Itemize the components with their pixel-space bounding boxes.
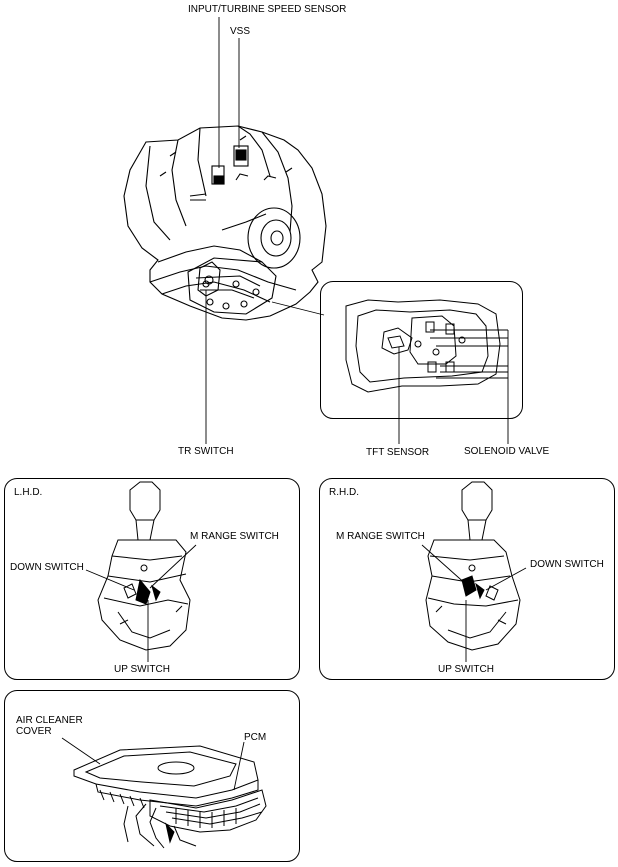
rhd-down-switch-label: DOWN SWITCH <box>530 559 604 570</box>
lhd-up-switch-label: UP SWITCH <box>114 664 170 675</box>
lhd-panel <box>4 478 300 680</box>
solenoid-valve-label: SOLENOID VALVE <box>464 446 550 457</box>
tr-switch-label: TR SWITCH <box>178 446 234 457</box>
rhd-selector-illustration <box>425 481 521 651</box>
input-turbine-speed-sensor-label: INPUT/TURBINE SPEED SENSOR <box>188 4 347 15</box>
callout-lines-main <box>205 17 509 444</box>
transaxle-illustration <box>123 125 327 321</box>
air-cleaner-cover-label: AIR CLEANER COVER <box>16 715 83 737</box>
tft-sensor-label: TFT SENSOR <box>366 447 430 458</box>
rhd-callout-lines <box>421 544 527 662</box>
lhd-m-range-switch-label: M RANGE SWITCH <box>190 531 279 542</box>
rhd-up-switch-label: UP SWITCH <box>438 664 494 675</box>
pcm-label: PCM <box>244 732 267 743</box>
rhd-panel <box>319 478 615 680</box>
vss-label: VSS <box>230 26 251 37</box>
lhd-panel-title: L.H.D. <box>14 487 43 498</box>
inset-valve-body-frame <box>320 281 523 419</box>
rhd-m-range-switch-label: M RANGE SWITCH <box>336 531 425 542</box>
pcm-panel <box>4 690 300 862</box>
inset-valve-body-illustration <box>345 299 508 393</box>
rhd-panel-title: R.H.D. <box>329 487 359 498</box>
pcm-callout-lines <box>61 737 245 791</box>
lhd-down-switch-label: DOWN SWITCH <box>10 562 84 573</box>
lhd-callout-lines <box>85 544 197 662</box>
lhd-selector-illustration <box>97 481 191 651</box>
pcm-illustration <box>73 745 267 849</box>
